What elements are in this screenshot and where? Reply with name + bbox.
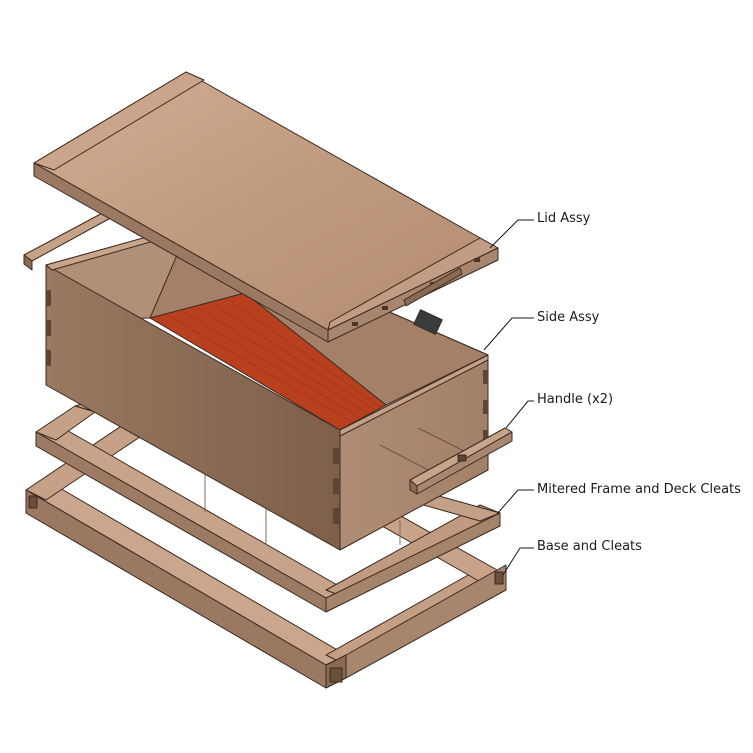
- base-right-rail-side: [345, 564, 507, 679]
- leader-handle: [505, 400, 534, 429]
- handle-screw: [457, 454, 467, 462]
- base-corner-joint: [494, 571, 504, 585]
- handle-bar-front: [416, 431, 513, 495]
- callout-handle: Handle (x2): [537, 392, 614, 407]
- latch-plate: [413, 309, 443, 335]
- leader-side: [483, 317, 534, 351]
- leader-base: [502, 547, 534, 576]
- callout-lid-assy: Lid Assy: [537, 211, 591, 226]
- leader-lid: [489, 219, 534, 249]
- handle-bar-front: [23, 254, 33, 271]
- handle-part: [23, 209, 513, 495]
- floor-planks: [164, 297, 383, 424]
- callout-leaders: [483, 219, 534, 576]
- callout-base-and-cleats: Base and Cleats: [537, 539, 642, 554]
- box-joint-fingers: [46, 290, 488, 524]
- callout-side-assy: Side Assy: [537, 310, 600, 325]
- lid-assy-part: [33, 71, 499, 343]
- frame-right-rail-side: [325, 512, 501, 613]
- base-corner-joint: [329, 667, 343, 683]
- callout-mitered-frame: Mitered Frame and Deck Cleats: [537, 482, 741, 497]
- lid-breadboard-left: [33, 71, 205, 171]
- box-end-panel-top: [339, 354, 489, 437]
- leader-frame: [496, 489, 534, 515]
- lid-batten: [403, 267, 463, 307]
- base-corner-joint: [28, 495, 38, 509]
